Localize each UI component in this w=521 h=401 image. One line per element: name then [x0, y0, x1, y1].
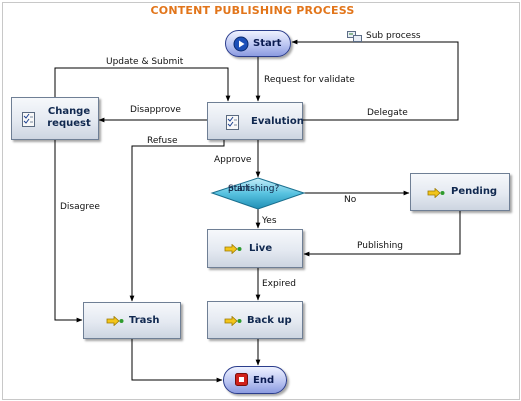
live-node[interactable]: Live: [207, 229, 303, 268]
decision-label-line1: Start: [228, 184, 250, 194]
label-refuse: Refuse: [147, 136, 178, 146]
forward-arrow-icon: [106, 316, 124, 326]
diagram-title: CONTENT PUBLISHING PROCESS: [150, 4, 355, 17]
label-approve: Approve: [214, 155, 252, 165]
edge-publishing: [303, 211, 461, 257]
edge-update-submit: [54, 67, 231, 102]
checklist-icon: [226, 115, 239, 130]
checklist-icon: [22, 112, 35, 127]
start-node[interactable]: Start: [225, 30, 291, 57]
start-label: Start: [253, 38, 282, 49]
pending-label: Pending: [451, 186, 498, 197]
trash-node[interactable]: Trash: [83, 302, 181, 339]
edge-trash-end: [131, 339, 223, 383]
evaluation-label: Evalution: [251, 116, 304, 127]
label-delegate: Delegate: [367, 108, 408, 118]
label-publishing: Publishing: [357, 241, 403, 251]
change-request-label-line1: Change: [47, 106, 91, 117]
label-sub-process: Sub process: [366, 31, 421, 41]
decision-diamond[interactable]: [210, 177, 306, 210]
edge-refuse: [129, 140, 225, 302]
end-label: End: [253, 375, 275, 386]
trash-label: Trash: [129, 315, 160, 326]
end-node[interactable]: End: [223, 366, 287, 394]
label-request-validate: Request for validate: [264, 75, 355, 85]
pending-node[interactable]: Pending: [410, 173, 510, 211]
backup-node[interactable]: Back up: [207, 301, 303, 339]
forward-arrow-icon: [224, 316, 242, 326]
change-request-label-line2: request: [47, 118, 91, 129]
sub-process-icon: [347, 31, 362, 42]
forward-arrow-icon: [224, 244, 242, 254]
forward-arrow-icon: [427, 188, 445, 198]
label-expired: Expired: [262, 279, 296, 289]
evaluation-node[interactable]: Evalution: [207, 102, 304, 140]
label-update-submit: Update & Submit: [106, 57, 184, 67]
label-disapprove: Disapprove: [130, 105, 181, 115]
edge-sub-process: [291, 39, 459, 121]
change-request-node[interactable]: Change request: [11, 97, 99, 140]
label-yes: Yes: [262, 216, 277, 226]
decision-label-line2: publishing?: [228, 184, 280, 194]
label-disagree: Disagree: [60, 202, 100, 212]
edge-disagree: [54, 140, 83, 323]
backup-label: Back up: [247, 315, 292, 326]
stop-icon: [235, 373, 248, 386]
label-no: No: [344, 195, 357, 205]
live-label: Live: [249, 243, 273, 254]
play-icon: [233, 36, 249, 52]
